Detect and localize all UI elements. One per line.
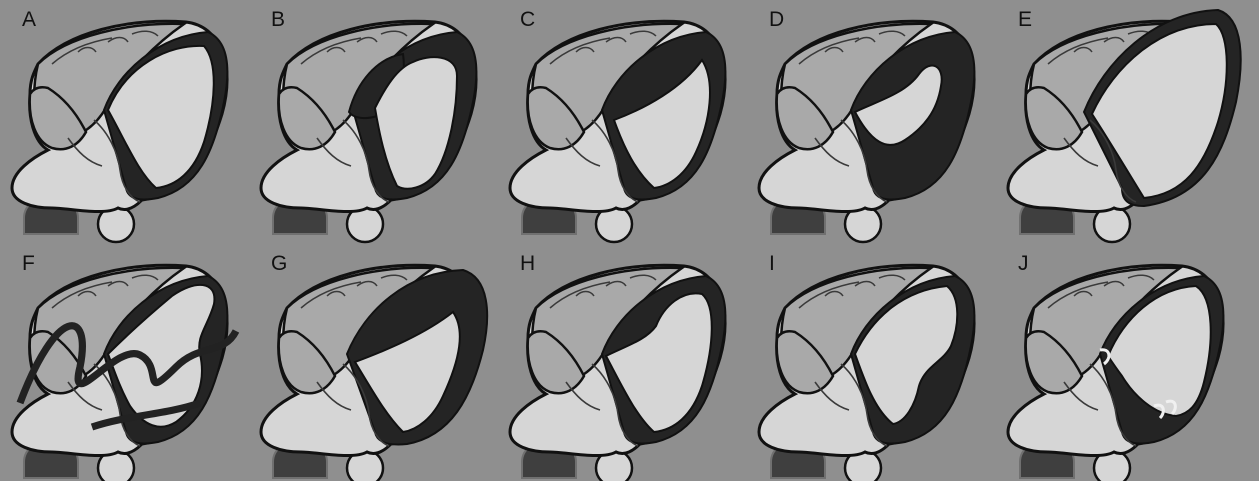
panel-i: I <box>755 246 995 476</box>
panel-h: H <box>506 246 746 476</box>
panel-b: B <box>257 2 497 232</box>
panel-d: D <box>755 2 995 232</box>
heart-diagram <box>755 246 995 476</box>
panel-c: C <box>506 2 746 232</box>
heart-diagram <box>506 246 746 476</box>
panel-j: J <box>1004 246 1244 476</box>
panel-label: H <box>520 252 535 276</box>
panel-g: G <box>257 246 497 476</box>
signature-mark <box>8 246 248 476</box>
panel-label: G <box>271 252 287 276</box>
panel-label: D <box>769 8 784 32</box>
heart-diagram <box>257 246 497 476</box>
panel-a: A <box>8 2 248 232</box>
panel-label: C <box>520 8 535 32</box>
panel-label: E <box>1018 8 1032 32</box>
heart-diagram <box>755 2 995 232</box>
panel-label: B <box>271 8 285 32</box>
heart-diagram <box>257 2 497 232</box>
panel-label: A <box>22 8 36 32</box>
panel-label: I <box>769 252 775 276</box>
panel-e: E <box>1004 2 1244 232</box>
heart-diagram <box>1004 2 1244 232</box>
heart-diagram <box>8 2 248 232</box>
heart-diagram <box>506 2 746 232</box>
panel-f: F <box>8 246 248 476</box>
heart-diagram <box>1004 246 1244 476</box>
panel-label: J <box>1018 252 1029 276</box>
